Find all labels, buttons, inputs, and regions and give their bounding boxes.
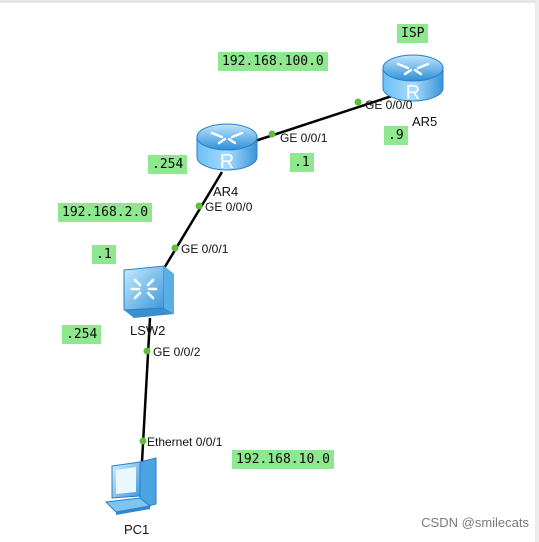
pc-icon[interactable] xyxy=(104,456,160,518)
port-dot-ar4-ge000 xyxy=(195,202,203,210)
switch-icon[interactable] xyxy=(120,262,178,320)
port-dot-lsw2-ge001 xyxy=(171,244,179,252)
svg-text:R: R xyxy=(220,151,234,173)
link-ar4-lsw2 xyxy=(161,171,224,271)
device-name-ar4: AR4 xyxy=(213,184,239,199)
svg-text:R: R xyxy=(406,82,420,104)
port-dot-ar4-ge001 xyxy=(268,130,276,138)
device-name-pc1: PC1 xyxy=(124,522,150,537)
ip-label-ar4-wan: .1 xyxy=(290,153,314,172)
isp-label: ISP xyxy=(397,24,429,43)
right-border xyxy=(535,0,539,542)
port-label-ar4-ge001: GE 0/0/1 xyxy=(280,131,328,145)
watermark-text: CSDN @smilecats xyxy=(421,515,529,530)
ip-label-ar5: .9 xyxy=(384,126,408,145)
device-name-lsw2: LSW2 xyxy=(130,323,166,338)
ip-label-lsw2-vlan: .254 xyxy=(62,325,102,344)
ip-label-ar4-lan: .254 xyxy=(148,155,188,174)
network-label-192-168-10-0: 192.168.10.0 xyxy=(232,450,334,469)
port-label-ar4-ge000: GE 0/0/0 xyxy=(205,200,253,214)
port-label-lsw2-ge002: GE 0/0/2 xyxy=(153,345,201,359)
top-border xyxy=(0,0,539,3)
device-name-ar5: AR5 xyxy=(412,114,438,129)
port-label-lsw2-ge001: GE 0/0/1 xyxy=(181,242,229,256)
port-label-pc1-eth001: Ethernet 0/0/1 xyxy=(147,435,223,449)
port-dot-ar5-ge000 xyxy=(354,98,362,106)
router-icon[interactable]: R xyxy=(194,119,260,175)
link-ar4-ar5 xyxy=(254,94,393,143)
network-label-192-168-100-0: 192.168.100.0 xyxy=(218,52,328,71)
network-label-192-168-2-0: 192.168.2.0 xyxy=(58,203,153,222)
ip-label-lsw2-uplink: .1 xyxy=(92,245,116,264)
port-dot-lsw2-ge002 xyxy=(143,347,151,355)
port-dot-pc1-eth001 xyxy=(139,437,147,445)
port-label-ar5-ge000: GE 0/0/0 xyxy=(365,98,413,112)
router-icon[interactable]: R xyxy=(380,50,446,106)
